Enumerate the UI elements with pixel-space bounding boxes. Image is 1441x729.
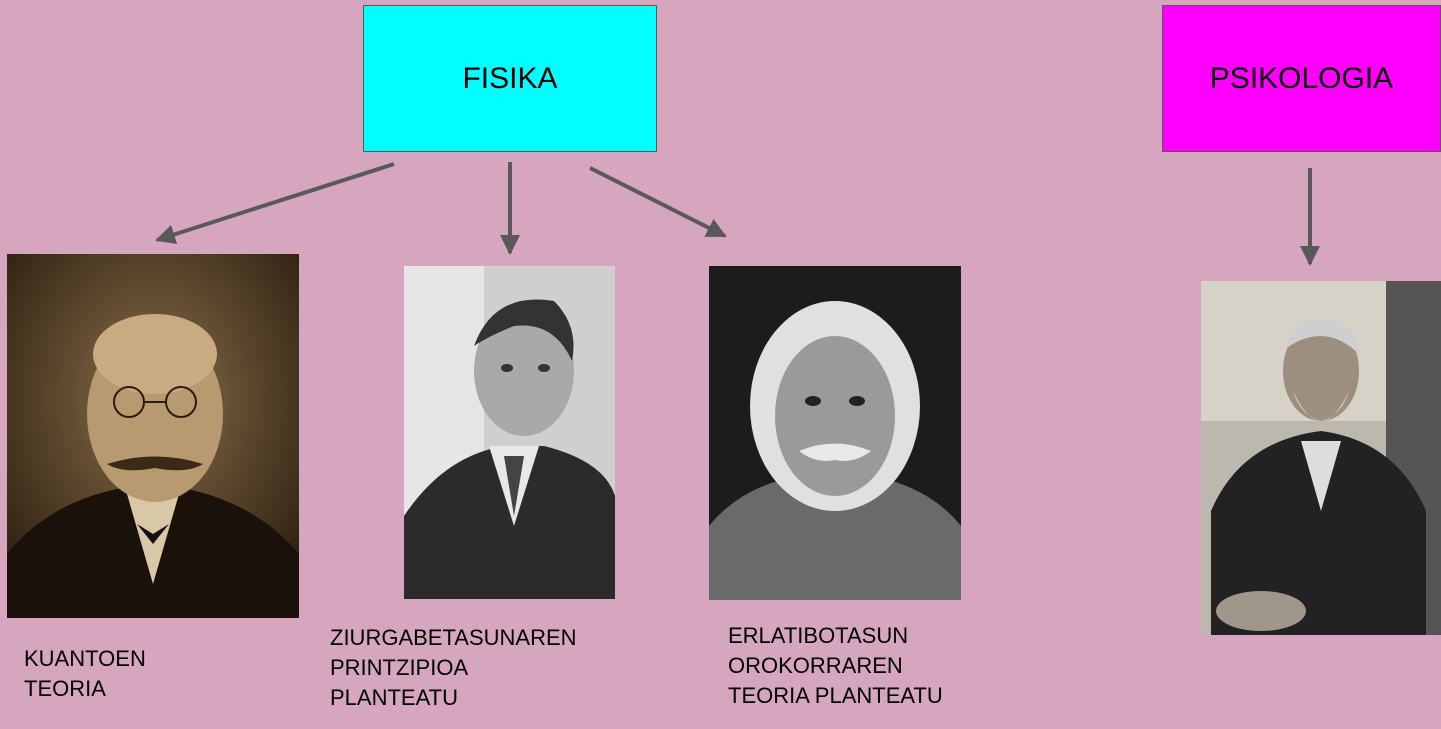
einstein-caption: ERLATIBOTASUN OROKORRAREN TEORIA PLANTEA…	[728, 621, 943, 711]
fisika-label: FISIKA	[462, 61, 558, 95]
caption-line: PRINTZIPIOA	[330, 655, 469, 680]
heisenberg-portrait	[404, 266, 615, 599]
caption-line: ERLATIBOTASUN	[728, 623, 909, 648]
caption-line: PLANTEATU	[330, 685, 458, 710]
caption-line: KUANTOEN	[24, 646, 146, 671]
planck-caption: KUANTOEN TEORIA	[24, 644, 146, 704]
einstein-portrait	[709, 266, 961, 600]
fisika-box: FISIKA	[363, 5, 657, 152]
planck-portrait	[7, 254, 299, 618]
caption-line: ZIURGABETASUNAREN	[330, 625, 577, 650]
psikologia-box: PSIKOLOGIA	[1162, 5, 1441, 152]
caption-line: TEORIA PLANTEATU	[728, 683, 943, 708]
psikologia-label: PSIKOLOGIA	[1209, 61, 1394, 95]
caption-line: OROKORRAREN	[728, 653, 903, 678]
arrow-fisika-to-einstein	[589, 166, 727, 238]
heisenberg-caption: ZIURGABETASUNAREN PRINTZIPIOA PLANTEATU	[330, 623, 577, 713]
freud-portrait	[1201, 281, 1441, 635]
caption-line: TEORIA	[24, 676, 106, 701]
arrow-fisika-to-planck	[155, 162, 395, 245]
